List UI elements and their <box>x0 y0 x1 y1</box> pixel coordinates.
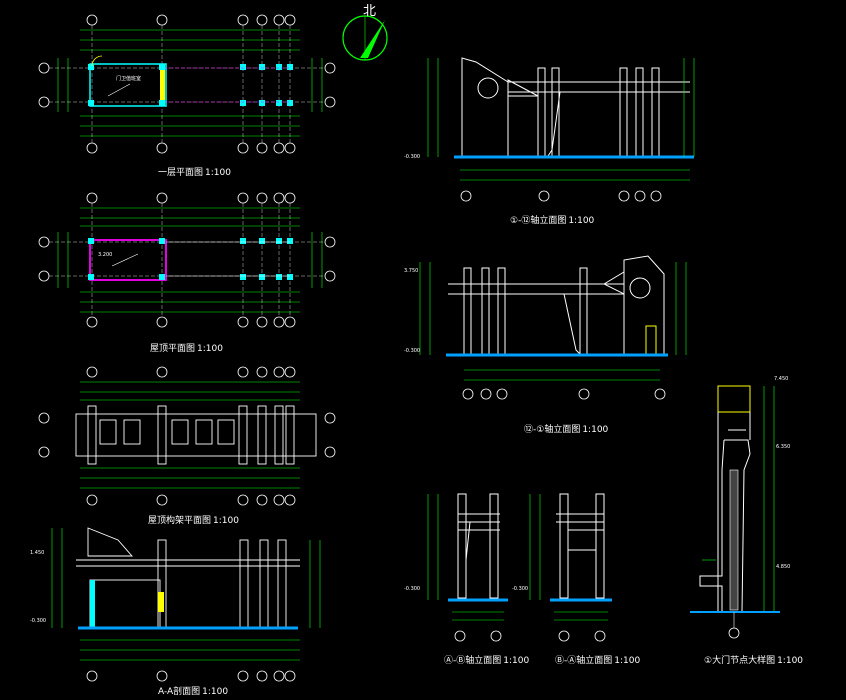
elevation2-drawing <box>419 255 687 400</box>
elevation2-title-text: ⑫-①轴立面图 <box>524 425 581 435</box>
elevation4-title-text: Ⓑ-Ⓐ轴立面图 <box>555 656 613 666</box>
elev1-level-ground: -0.300 <box>404 154 420 160</box>
plan2-drawing <box>38 192 336 328</box>
plan3-title-scale: 1:100 <box>213 516 239 526</box>
section-level-1450: 1.450 <box>30 550 44 556</box>
elevation1-drawing <box>427 57 695 202</box>
plan3-drawing <box>38 366 336 506</box>
gate-detail-title-text: ①大门节点大样图 <box>704 656 776 666</box>
elevation1-title-scale: 1:100 <box>568 216 595 226</box>
plan2-roof-elevation: 3.200 <box>98 252 112 258</box>
plan2-title-scale: 1:100 <box>197 344 223 354</box>
north-label: 北 <box>363 4 377 19</box>
elevation3-title-scale: 1:100 <box>503 656 530 666</box>
elevation4-drawing <box>529 493 612 642</box>
elev4-level-ground: -0.300 <box>512 586 528 592</box>
plan1-title-scale: 1:100 <box>205 168 231 178</box>
elev3-level-ground: -0.300 <box>404 586 420 592</box>
elevation1-title-text: ①-⑫轴立面图 <box>510 216 567 226</box>
elevation3-drawing <box>427 493 508 642</box>
detail-level-6350: 6.350 <box>776 444 790 450</box>
detail-level-top: 7.450 <box>774 376 788 382</box>
section-aa-title-scale: 1:100 <box>202 687 229 697</box>
section-level-ground: -0.300 <box>30 618 46 624</box>
gate-detail-drawing <box>690 385 780 639</box>
elev2-level-ground: -0.300 <box>404 348 420 354</box>
plan2-title-text: 屋顶平面图 <box>150 344 196 354</box>
plan1-drawing <box>38 14 336 154</box>
elevation2-title-scale: 1:100 <box>582 425 609 435</box>
detail-level-4850: 4.850 <box>776 564 790 570</box>
north-arrow <box>342 15 388 61</box>
elevation3-title-text: Ⓐ-Ⓑ轴立面图 <box>444 656 502 666</box>
plan1-room-label: 门卫值班室 <box>116 75 141 82</box>
elevation4-title-scale: 1:100 <box>614 656 641 666</box>
plan3-title-text: 屋顶构架平面图 <box>148 516 212 526</box>
elev2-level-top: 3.750 <box>404 268 418 274</box>
plan1-title-text: 一层平面图 <box>158 168 204 178</box>
section-aa-title-text: A-A剖面图 <box>158 687 201 697</box>
gate-detail-title-scale: 1:100 <box>777 656 804 666</box>
section-aa-drawing <box>51 527 321 682</box>
